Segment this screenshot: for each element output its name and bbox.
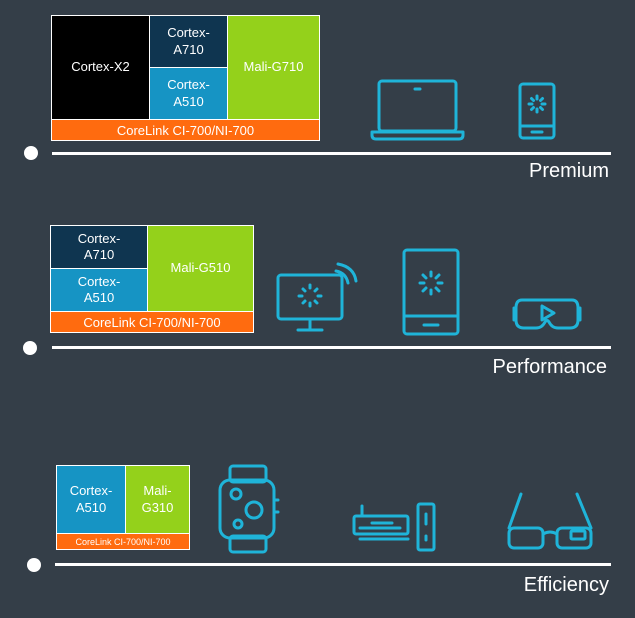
smartwatch-icon <box>218 464 280 554</box>
block-mali-g710: Mali-G710 <box>227 15 320 120</box>
tier-label-efficiency: Efficiency <box>523 574 609 596</box>
tier-line <box>55 563 611 566</box>
tablet-icon <box>402 248 460 336</box>
block-cortex-a510: Cortex- A510 <box>56 465 126 534</box>
laptop-icon <box>370 79 465 141</box>
block-cortex-a510: Cortex- A510 <box>149 67 228 120</box>
smart-glasses-icon <box>507 492 593 550</box>
tier-line <box>52 346 611 349</box>
tier-marker <box>24 146 38 160</box>
smartphone-icon <box>518 82 556 140</box>
block-cortex-a510: Cortex- A510 <box>50 268 148 312</box>
loading-spinner <box>527 94 547 114</box>
corelink-bar: CoreLink CI-700/NI-700 <box>56 533 190 550</box>
block-mali-g510: Mali-G510 <box>147 225 254 312</box>
block-cortex-a710: Cortex- A710 <box>50 225 148 269</box>
tier-marker <box>23 341 37 355</box>
block-mali-g310: Mali- G310 <box>125 465 190 534</box>
tier-label-performance: Performance <box>492 356 608 378</box>
block-cortex-a710: Cortex- A710 <box>149 15 228 68</box>
corelink-bar: CoreLink CI-700/NI-700 <box>50 311 254 333</box>
vr-headset-icon <box>512 298 582 330</box>
tier-label-premium: Premium <box>528 160 609 182</box>
smart-tv-icon <box>276 262 358 332</box>
tier-marker <box>27 558 41 572</box>
tier-line <box>52 152 611 155</box>
set-top-box-icon <box>352 502 436 552</box>
corelink-bar: CoreLink CI-700/NI-700 <box>51 119 320 141</box>
block-cortex-x2: Cortex-X2 <box>51 15 150 120</box>
